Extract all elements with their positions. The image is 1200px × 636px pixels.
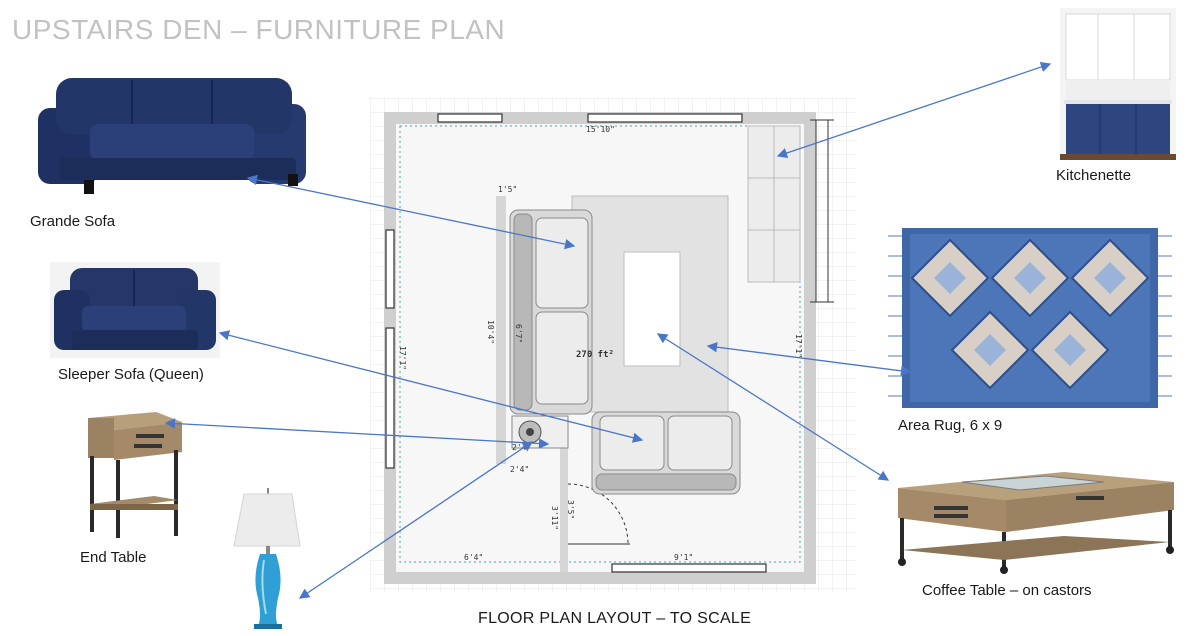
end-table-label: End Table — [80, 549, 147, 566]
dim-step-h2: 3'5" — [566, 500, 575, 519]
coffee-table-image — [898, 472, 1174, 574]
stair-wall — [560, 444, 568, 572]
dim-bottom-right: 9'1" — [674, 553, 693, 562]
arrow-lamp — [298, 441, 534, 599]
kitchenette-label: Kitchenette — [1056, 167, 1132, 184]
arrow-sleeper-sofa — [218, 330, 644, 443]
kitchenette-image — [1060, 8, 1176, 160]
grande-sofa-label: Grande Sofa — [30, 213, 116, 230]
window-top-left — [437, 113, 503, 123]
arrow-area-rug — [706, 342, 912, 376]
sleeper-sofa-label: Sleeper Sofa (Queen) — [58, 366, 204, 383]
plan-caption: FLOOR PLAN LAYOUT – TO SCALE — [478, 610, 752, 627]
page-title: UPSTAIRS DEN – FURNITURE PLAN — [12, 14, 506, 45]
area-rug-image — [888, 228, 1172, 408]
lamp-image — [233, 488, 301, 629]
coffee-table-label: Coffee Table – on castors — [922, 582, 1092, 599]
arrow-kitchenette — [776, 61, 1052, 159]
area-rug-label: Area Rug, 6 x 9 — [898, 417, 1003, 434]
end-table-image — [88, 412, 182, 538]
window-bottom — [611, 563, 767, 573]
sleeper-sofa-image — [50, 262, 220, 358]
grande-sofa-image — [38, 78, 306, 194]
window-top-right — [587, 113, 743, 123]
dim-step-h1: 3'11" — [550, 506, 559, 530]
arrow-coffee-table — [656, 333, 890, 481]
arrow-end-table — [164, 418, 550, 449]
alcove-wall — [496, 196, 506, 464]
dim-top: 15'10" — [586, 125, 615, 134]
arrow-grande-sofa — [246, 174, 576, 250]
